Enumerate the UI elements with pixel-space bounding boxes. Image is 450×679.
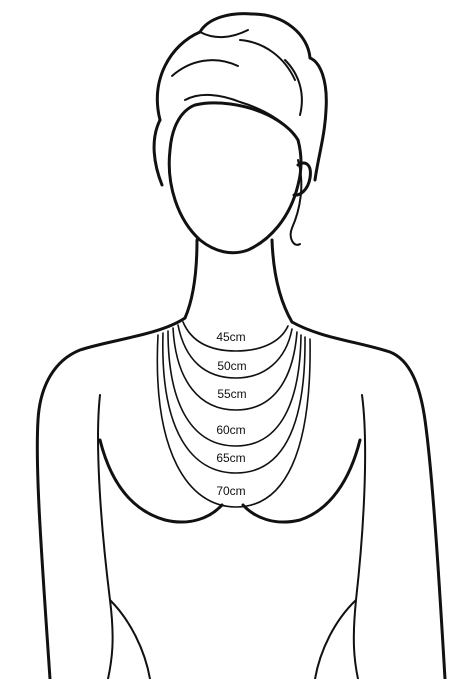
label-70cm: 70cm: [216, 484, 245, 498]
label-55cm: 55cm: [217, 387, 246, 401]
face-outline: [169, 103, 310, 253]
label-60cm: 60cm: [216, 423, 245, 437]
label-45cm: 45cm: [216, 330, 245, 344]
label-65cm: 65cm: [216, 451, 245, 465]
label-50cm: 50cm: [217, 359, 246, 373]
necklace-lines: [157, 322, 310, 507]
